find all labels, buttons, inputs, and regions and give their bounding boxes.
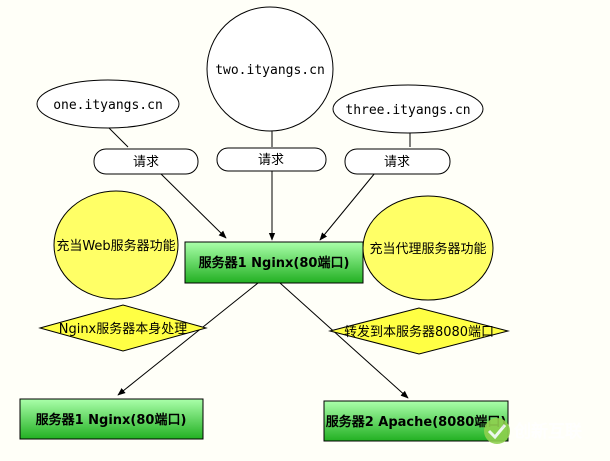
connector-one-to-request (107, 126, 129, 148)
domain-three-label: three.ityangs.cn (345, 103, 470, 118)
server-nginx-label: 服务器1 Nginx(80端口) (36, 412, 187, 428)
server-main-box (184, 241, 364, 284)
connector-request-right-to-main (319, 172, 376, 241)
request-left-pill (93, 148, 199, 175)
domain-one-node: one.ityangs.cn (36, 79, 180, 129)
request-right-node: 请求 (344, 148, 451, 175)
decision-local-diamond (38, 304, 208, 352)
connector-request-left-to-main (159, 172, 227, 239)
server-nginx-box (19, 398, 204, 440)
domain-three-ellipse (332, 84, 484, 134)
domain-one-ellipse (36, 79, 180, 129)
domain-two-node: two.ityangs.cn (206, 6, 334, 132)
domain-two-label: two.ityangs.cn (215, 63, 325, 78)
role-web-circle (53, 190, 179, 300)
request-left-node: 请求 (93, 148, 199, 175)
domain-two-ellipse (206, 6, 334, 132)
server-main-node: 服务器1 Nginx(80端口) (184, 241, 364, 284)
server-nginx-node: 服务器1 Nginx(80端口) (19, 398, 204, 440)
connector-main-to-nginx (117, 282, 259, 396)
decision-forward-label: 转发到本服务器8080端口 (344, 324, 494, 340)
role-proxy-label: 充当代理服务器功能 (369, 241, 486, 257)
connector-main-to-apache (279, 282, 409, 399)
request-middle-node: 请求 (216, 147, 327, 172)
decision-local-node: Nginx服务器本身处理 (38, 304, 208, 352)
request-right-label: 请求 (384, 155, 410, 170)
role-web-label: 充当Web服务器功能 (56, 238, 175, 254)
request-middle-label: 请求 (258, 153, 284, 168)
connector-lines (107, 126, 411, 399)
request-left-label: 请求 (133, 155, 159, 170)
server-apache-label: 服务器2 Apache(8080端口) (326, 414, 507, 430)
request-middle-pill (216, 147, 327, 172)
request-right-pill (344, 148, 451, 175)
decision-local-label: Nginx服务器本身处理 (59, 321, 188, 337)
server-apache-node: 服务器2 Apache(8080端口) (323, 400, 509, 442)
watermark-logo-icon (484, 418, 510, 444)
role-web-node: 充当Web服务器功能 (53, 190, 179, 300)
domain-one-label: one.ityangs.cn (53, 98, 163, 113)
role-proxy-node: 充当代理服务器功能 (362, 195, 494, 301)
watermark-label: 创新互联 (513, 421, 582, 442)
watermark: 创新互联 (484, 418, 582, 444)
watermark-logo-mark-icon (487, 424, 507, 440)
server-apache-box (323, 400, 509, 442)
decision-forward-node: 转发到本服务器8080端口 (328, 307, 510, 355)
domain-three-node: three.ityangs.cn (332, 84, 484, 134)
server-main-label: 服务器1 Nginx(80端口) (199, 255, 350, 271)
decision-forward-diamond (328, 307, 510, 355)
